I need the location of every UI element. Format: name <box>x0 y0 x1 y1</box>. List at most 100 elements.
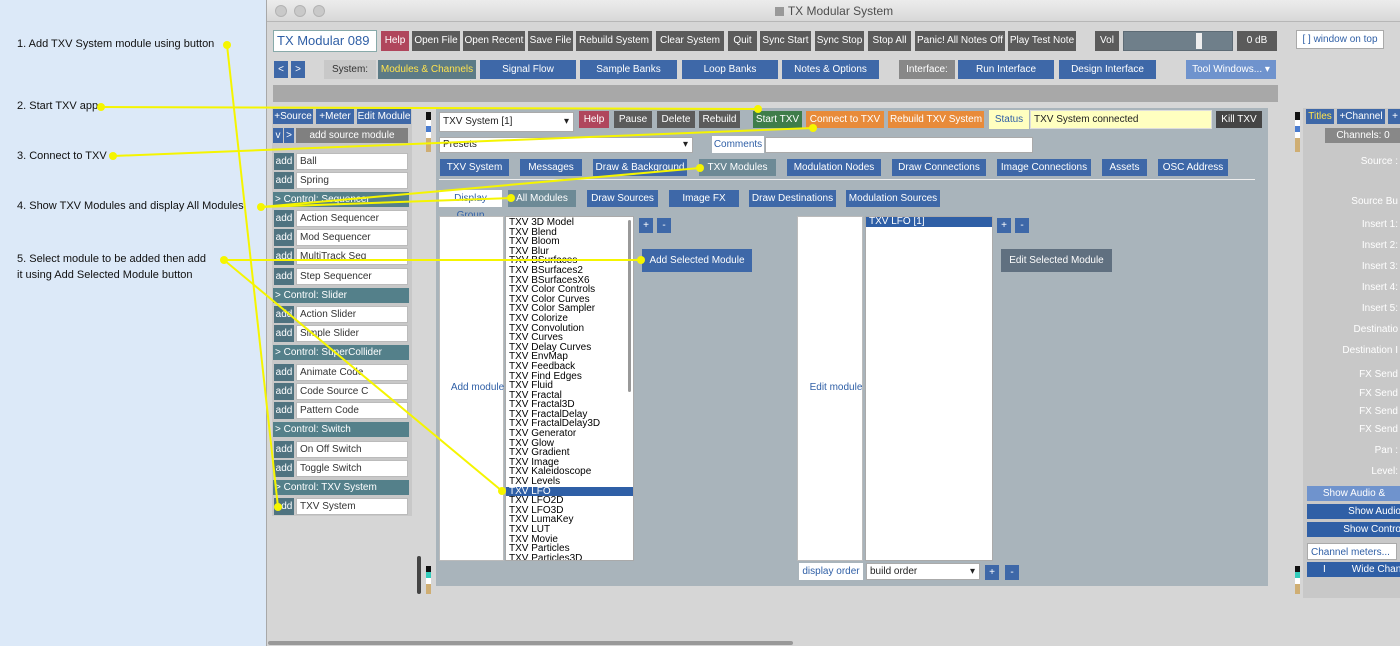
list-item[interactable]: TXV Delay Curves <box>509 341 592 353</box>
play-test-note-button[interactable]: Play Test Note <box>1008 31 1076 51</box>
add-list-minus-button[interactable]: - <box>657 218 671 233</box>
add-animate-code-button[interactable]: add <box>274 364 294 381</box>
edit-module-list[interactable]: TXV LFO [1] <box>865 216 993 561</box>
list-item[interactable]: TXV BSurfacesX6 <box>509 274 590 286</box>
show-audio-and-button[interactable]: Show Audio & <box>1307 486 1400 501</box>
add-pattern-code-button[interactable]: add <box>274 402 294 419</box>
list-item[interactable]: TXV Convolution <box>509 322 585 334</box>
sample-banks-button[interactable]: Sample Banks <box>580 60 677 79</box>
channel-plus-button[interactable]: + <box>1388 109 1400 124</box>
edit-list-plus-button[interactable]: + <box>997 218 1011 233</box>
module-animate-code[interactable]: Animate Code <box>296 364 408 381</box>
expand-button[interactable]: > <box>284 128 294 143</box>
tab-txv-system[interactable]: TXV System <box>440 159 509 176</box>
module-pause-button[interactable]: Pause <box>614 111 652 128</box>
module-simple-slider[interactable]: Simple Slider <box>296 325 408 342</box>
list-item[interactable]: TXV EnvMap <box>509 351 568 363</box>
list-item[interactable]: TXV Curves <box>509 332 563 344</box>
list-item[interactable]: TXV Colorize <box>509 312 568 324</box>
list-item[interactable]: TXV BSurfaces2 <box>509 264 583 276</box>
sync-stop-button[interactable]: Sync Stop <box>815 31 864 51</box>
left-scrollbar[interactable] <box>417 556 421 594</box>
add-source-button[interactable]: +Source <box>273 109 313 124</box>
close-window-button[interactable] <box>275 5 287 17</box>
add-step-sequencer-button[interactable]: add <box>274 268 294 285</box>
minimize-window-button[interactable] <box>294 5 306 17</box>
tab-draw-connections[interactable]: Draw Connections <box>892 159 986 176</box>
add-code-source-button[interactable]: add <box>274 383 294 400</box>
module-toggle-switch[interactable]: Toggle Switch <box>296 460 408 477</box>
list-item[interactable]: TXV Generator <box>509 428 577 440</box>
comments-input[interactable] <box>765 137 1033 153</box>
presets-dropdown[interactable]: Presets▾ <box>439 137 693 153</box>
stop-all-button[interactable]: Stop All <box>868 31 911 51</box>
volume-slider-handle[interactable] <box>1196 33 1202 49</box>
edit-selected-module-button[interactable]: Edit Selected Module <box>1001 249 1112 272</box>
order-minus-button[interactable]: - <box>1005 565 1019 580</box>
signal-flow-button[interactable]: Signal Flow <box>480 60 576 79</box>
nav-forward-button[interactable]: > <box>291 61 305 78</box>
show-control-button[interactable]: Show Contro <box>1307 522 1400 537</box>
list-item[interactable]: TXV Image <box>509 456 560 468</box>
add-simple-slider-button[interactable]: add <box>274 325 294 342</box>
start-txv-button[interactable]: Start TXV <box>753 111 802 128</box>
tab-osc-address[interactable]: OSC Address <box>1158 159 1228 176</box>
list-item[interactable]: TXV Glow <box>509 437 555 449</box>
edit-module-button[interactable]: Edit Module <box>357 109 411 124</box>
category-sequencer[interactable]: > Control: Sequencer <box>273 192 409 207</box>
open-file-button[interactable]: Open File <box>412 31 460 51</box>
list-item[interactable]: TXV Bloom <box>509 236 560 248</box>
tab-image-connections[interactable]: Image Connections <box>997 159 1091 176</box>
show-audio-button[interactable]: Show Audio <box>1307 504 1400 519</box>
module-step-sequencer[interactable]: Step Sequencer <box>296 268 408 285</box>
horizontal-scrollbar[interactable] <box>268 641 793 645</box>
module-mod-sequencer[interactable]: Mod Sequencer <box>296 229 408 246</box>
list-item[interactable]: TXV Fractal3D <box>509 399 575 411</box>
module-ball[interactable]: Ball <box>296 153 408 170</box>
channel-meters-dropdown[interactable]: Channel meters... <box>1307 543 1397 560</box>
group-draw-sources[interactable]: Draw Sources <box>587 190 658 207</box>
category-slider[interactable]: > Control: Slider <box>273 288 409 303</box>
tab-draw-background[interactable]: Draw & Background <box>593 159 687 176</box>
window-on-top-toggle[interactable]: [ ] window on top <box>1296 30 1384 49</box>
list-item[interactable]: TXV 3D Model <box>509 217 575 228</box>
add-selected-module-button[interactable]: Add Selected Module <box>642 249 752 272</box>
list-item[interactable]: TXV Color Curves <box>509 293 590 305</box>
help-button[interactable]: Help <box>381 31 409 51</box>
list-item[interactable]: TXV Movie <box>509 533 558 545</box>
category-switch[interactable]: > Control: Switch <box>273 422 409 437</box>
list-item[interactable]: TXV LFO2D <box>509 495 564 507</box>
clear-system-button[interactable]: Clear System <box>656 31 724 51</box>
quit-button[interactable]: Quit <box>728 31 757 51</box>
order-plus-button[interactable]: + <box>985 565 999 580</box>
edit-list-minus-button[interactable]: - <box>1015 218 1029 233</box>
add-action-slider-button[interactable]: add <box>274 306 294 323</box>
module-help-button[interactable]: Help <box>579 111 609 128</box>
add-toggle-switch-button[interactable]: add <box>274 460 294 477</box>
list-item[interactable]: TXV Blur <box>509 245 550 257</box>
tab-modulation-nodes[interactable]: Modulation Nodes <box>787 159 881 176</box>
modules-channels-button[interactable]: Modules & Channels <box>378 60 476 79</box>
category-txv-system[interactable]: > Control: TXV System <box>273 480 409 495</box>
add-spring-button[interactable]: add <box>274 172 294 189</box>
module-rebuild-button[interactable]: Rebuild <box>699 111 740 128</box>
group-image-fx[interactable]: Image FX <box>669 190 739 207</box>
tool-windows-dropdown[interactable]: Tool Windows... ▾ <box>1186 60 1276 79</box>
add-action-sequencer-button[interactable]: add <box>274 210 294 227</box>
module-list-scrollbar[interactable] <box>628 220 631 392</box>
module-action-slider[interactable]: Action Slider <box>296 306 408 323</box>
zoom-window-button[interactable] <box>313 5 325 17</box>
list-item[interactable]: TXV Blend <box>509 226 557 238</box>
list-item[interactable]: TXV Kaleidoscope <box>509 466 592 478</box>
list-item[interactable]: TXV FractalDelay3D <box>509 418 601 430</box>
module-pattern-code[interactable]: Pattern Code <box>296 402 408 419</box>
rebuild-txv-system-button[interactable]: Rebuild TXV System <box>888 111 984 128</box>
save-file-button[interactable]: Save File <box>528 31 573 51</box>
collapse-v-button[interactable]: v <box>273 128 283 143</box>
rebuild-system-button[interactable]: Rebuild System <box>576 31 652 51</box>
list-item[interactable]: TXV Levels <box>509 476 561 488</box>
module-multitrack-seq[interactable]: MultiTrack Seq <box>296 248 408 265</box>
module-action-sequencer[interactable]: Action Sequencer <box>296 210 408 227</box>
list-item[interactable]: TXV Color Controls <box>509 284 596 296</box>
